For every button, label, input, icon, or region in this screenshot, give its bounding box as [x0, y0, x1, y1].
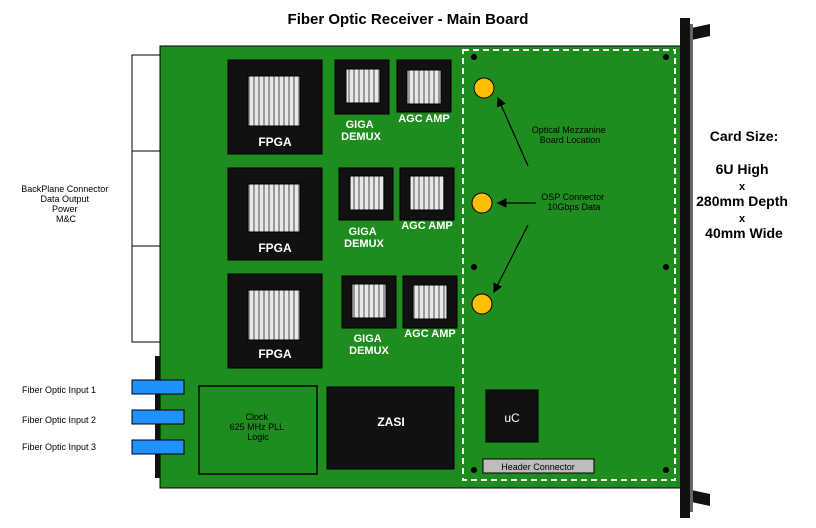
clock-pll-label: Clock 625 MHz PLL Logic	[230, 412, 287, 442]
uc-label: uC	[504, 411, 520, 425]
osp-connector-2	[471, 192, 493, 214]
giga-demux-heatsink-3	[351, 283, 387, 319]
fiber-input-2-label: Fiber Optic Input 2	[22, 415, 96, 425]
osp-arrow-3	[493, 224, 529, 294]
mezzanine-outline	[462, 49, 676, 481]
mounting-holes	[471, 54, 669, 473]
giga-demux-label-2: GIGA DEMUX	[344, 226, 384, 250]
diagram-title: Fiber Optic Receiver - Main Board	[288, 11, 529, 28]
fpga-label-1: FPGA	[258, 135, 292, 149]
giga-demux-label-1: GIGA DEMUX	[341, 119, 381, 143]
agc-amp-label-1: AGC AMP	[398, 113, 450, 125]
zasi-label: ZASI	[377, 415, 404, 429]
card-size-details: 6U High x 280mm Depth x 40mm Wide	[696, 161, 792, 241]
fpga-label-3: FPGA	[258, 347, 292, 361]
agc-amp-label-3: AGC AMP	[404, 328, 456, 340]
fpga-heatsink-1	[247, 75, 301, 127]
agc-amp-heatsink-1	[406, 69, 442, 105]
fpga-heatsink-2	[247, 183, 301, 233]
osp-connector-3	[471, 293, 493, 315]
fiber-input-3-label: Fiber Optic Input 3	[22, 442, 96, 452]
agc-amp-heatsink-2	[409, 175, 445, 211]
header-connector-label: Header Connector	[501, 462, 575, 472]
giga-demux-label-3: GIGA DEMUX	[349, 333, 389, 357]
mezzanine-label: Optical Mezzanine Board Location	[532, 125, 609, 145]
clock-pll-block	[198, 385, 318, 475]
zasi-chip	[326, 386, 455, 470]
osp-label: OSP Connector 10Gbps Data	[541, 192, 606, 212]
giga-demux-heatsink-2	[349, 175, 385, 211]
backplane-label: BackPlane Connector Data Output Power M&…	[21, 184, 111, 224]
card-size-heading: Card Size:	[710, 128, 778, 144]
front-panel	[680, 18, 710, 518]
fpga-heatsink-3	[247, 289, 301, 341]
fiber-connectors	[131, 379, 185, 455]
mezzanine-arrow	[496, 96, 529, 167]
header-connector	[482, 458, 595, 474]
uc-chip	[485, 389, 539, 443]
osp-connector-1	[473, 77, 495, 99]
fiber-input-1-label: Fiber Optic Input 1	[22, 385, 96, 395]
fpga-label-2: FPGA	[258, 241, 292, 255]
agc-amp-heatsink-3	[412, 284, 448, 320]
giga-demux-heatsink-1	[345, 68, 381, 104]
agc-amp-label-2: AGC AMP	[401, 220, 453, 232]
